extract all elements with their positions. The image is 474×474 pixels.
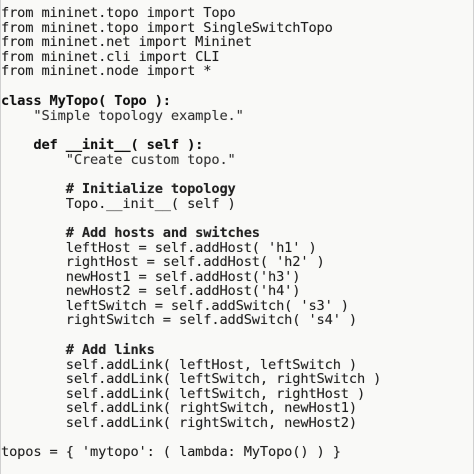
- init-docstring-line: "Create custom topo.": [1, 151, 236, 168]
- code-line-26: self.addLink( leftSwitch, rightSwitch ): [1, 371, 382, 387]
- code-line-1: from mininet.topo import Topo: [1, 5, 236, 21]
- class-definition-line: class MyTopo( Topo ):: [1, 93, 171, 109]
- comment-add-links: # Add links: [1, 342, 155, 358]
- code-line-20: newHost2 = self.addHost('h4'): [1, 283, 301, 299]
- comment-initialize-topology: # Initialize topology: [1, 181, 236, 197]
- code-line-5: from mininet.node import *: [1, 63, 212, 79]
- code-line-2: from mininet.topo import SingleSwitchTop…: [1, 19, 333, 36]
- code-line-27: self.addLink( leftSwitch, rightHost ): [1, 385, 366, 402]
- code-line-18: rightHost = self.addHost( 'h2' ): [1, 254, 325, 270]
- code-line-25: self.addLink( leftHost, leftSwitch ): [1, 356, 357, 373]
- code-line-3: from mininet.net import Mininet: [1, 34, 252, 50]
- code-line-22: rightSwitch = self.addSwitch( 's4' ): [1, 312, 357, 328]
- class-docstring-line: "Simple topology example.": [1, 107, 244, 124]
- code-line-17: leftHost = self.addHost( 'h1' ): [1, 239, 317, 256]
- code-line-21: leftSwitch = self.addSwitch( 's3' ): [1, 297, 349, 314]
- code-line-4: from mininet.cli import CLI: [1, 48, 220, 65]
- code-line-29: self.addLink( rightSwitch, newHost2): [1, 414, 357, 431]
- code-line-19: newHost1 = self.addHost('h3'): [1, 268, 301, 285]
- comment-add-hosts-switches: # Add hosts and switches: [1, 225, 260, 241]
- code-line-28: self.addLink( rightSwitch, newHost1): [1, 400, 357, 416]
- code-line-14: Topo.__init__( self ): [1, 195, 236, 212]
- code-line-31: topos = { 'mytopo': ( lambda: MyTopo() )…: [1, 444, 341, 460]
- init-definition-line: def __init__( self ):: [1, 137, 204, 153]
